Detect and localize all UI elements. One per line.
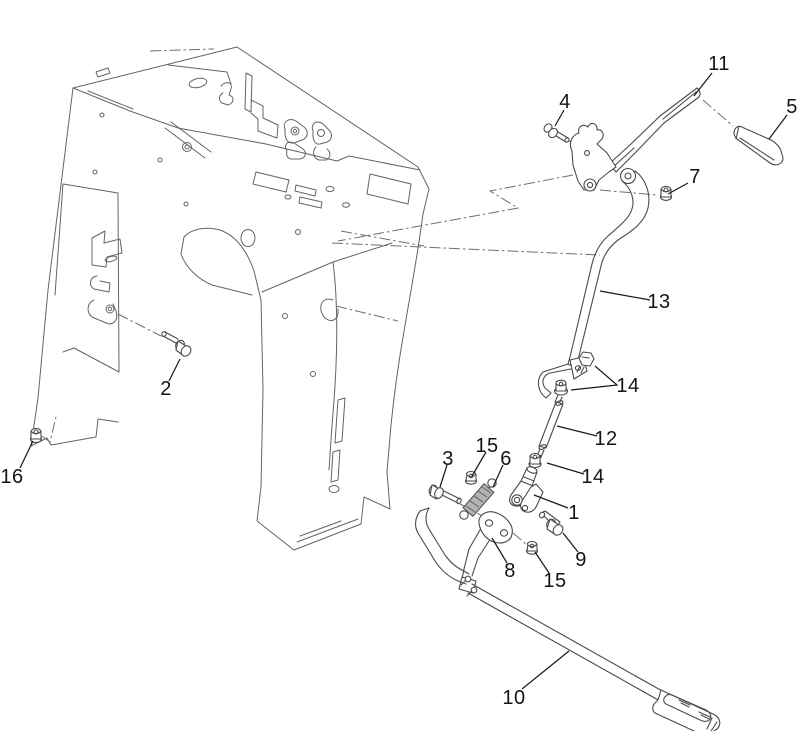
callout-10: 10	[502, 687, 526, 709]
callout-8: 8	[504, 560, 516, 582]
callout-1: 1	[568, 502, 580, 524]
part-12-link-rod	[536, 394, 564, 460]
part-6-spring	[459, 478, 497, 520]
part-4-bolt	[543, 123, 570, 143]
part-16-flange-nut	[29, 427, 43, 444]
part-15-flange-nut-upper	[464, 470, 478, 485]
part-10-brake-rod	[415, 507, 721, 731]
leader-lines	[19, 72, 788, 690]
callout-9: 9	[575, 549, 587, 571]
callout-2: 2	[160, 378, 172, 400]
part-14-flange-nut-upper	[553, 379, 569, 396]
part-7-nut	[659, 185, 673, 201]
lever-mount-plate	[569, 122, 617, 192]
frame-weldment	[30, 46, 430, 551]
callout-5: 5	[786, 96, 798, 118]
part-2-bolt	[161, 331, 192, 357]
callout-3: 3	[442, 448, 454, 470]
part-14-flange-nut-lower	[528, 452, 542, 469]
part-11-lever	[608, 87, 701, 173]
part-14-hex-bolt	[576, 351, 595, 374]
callout-4: 4	[559, 91, 571, 113]
callout-7: 7	[689, 166, 701, 188]
callout-11: 11	[708, 53, 730, 75]
part-15-flange-nut-lower	[525, 540, 539, 555]
callout-16: 16	[0, 466, 24, 488]
callout-15-lower: 15	[543, 570, 567, 592]
part-8-bracket	[458, 511, 513, 597]
callout-14-lower: 14	[581, 466, 605, 488]
projection-centerlines	[41, 48, 734, 546]
part-9-clevis-pin	[538, 510, 564, 536]
callout-12: 12	[594, 428, 618, 450]
part-5-grip	[733, 125, 784, 166]
part-3-bolt	[428, 484, 462, 505]
callout-15-upper: 15	[475, 435, 499, 457]
part-1-clevis	[509, 466, 544, 513]
callout-6: 6	[500, 448, 512, 470]
callout-13: 13	[647, 291, 671, 313]
callout-14-upper: 14	[616, 375, 640, 397]
part-13-lever-arm	[537, 167, 650, 399]
